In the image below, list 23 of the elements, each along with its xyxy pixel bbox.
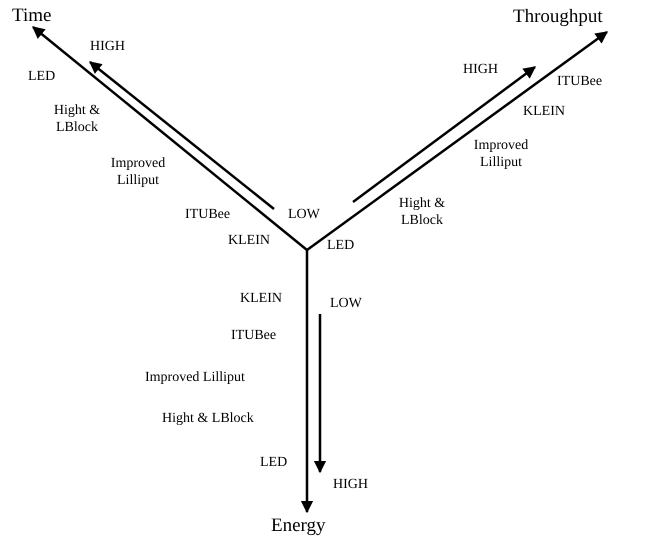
axis-title: Throughput (513, 6, 603, 28)
axis-title: Time (12, 5, 52, 27)
cipher-label: Improved Lilliput (110, 155, 166, 189)
axis-title: Energy (271, 515, 326, 537)
cipher-label: Improved Lilliput (145, 369, 245, 386)
cipher-label: Hight & LBlock (162, 410, 254, 427)
scale-label: HIGH (333, 476, 368, 493)
scale-label: HIGH (90, 38, 125, 55)
cipher-label: KLEIN (523, 103, 565, 120)
cipher-label: LED (28, 68, 56, 85)
scale-label: LOW (330, 295, 362, 312)
cipher-label: ITUBee (231, 327, 276, 344)
cipher-label: ITUBee (185, 206, 230, 223)
scale-label: LOW (288, 206, 320, 223)
cipher-label: KLEIN (240, 290, 282, 307)
cipher-label: KLEIN (228, 232, 270, 249)
cipher-label: LED (327, 237, 354, 254)
scale-label: HIGH (463, 61, 498, 78)
cipher-label: ITUBee (557, 73, 602, 90)
cipher-label: Hight & LBlock (398, 195, 446, 229)
cipher-label: Hight & LBlock (52, 102, 102, 136)
cipher-label: LED (260, 454, 288, 471)
cipher-label: Improved Lilliput (472, 137, 530, 171)
